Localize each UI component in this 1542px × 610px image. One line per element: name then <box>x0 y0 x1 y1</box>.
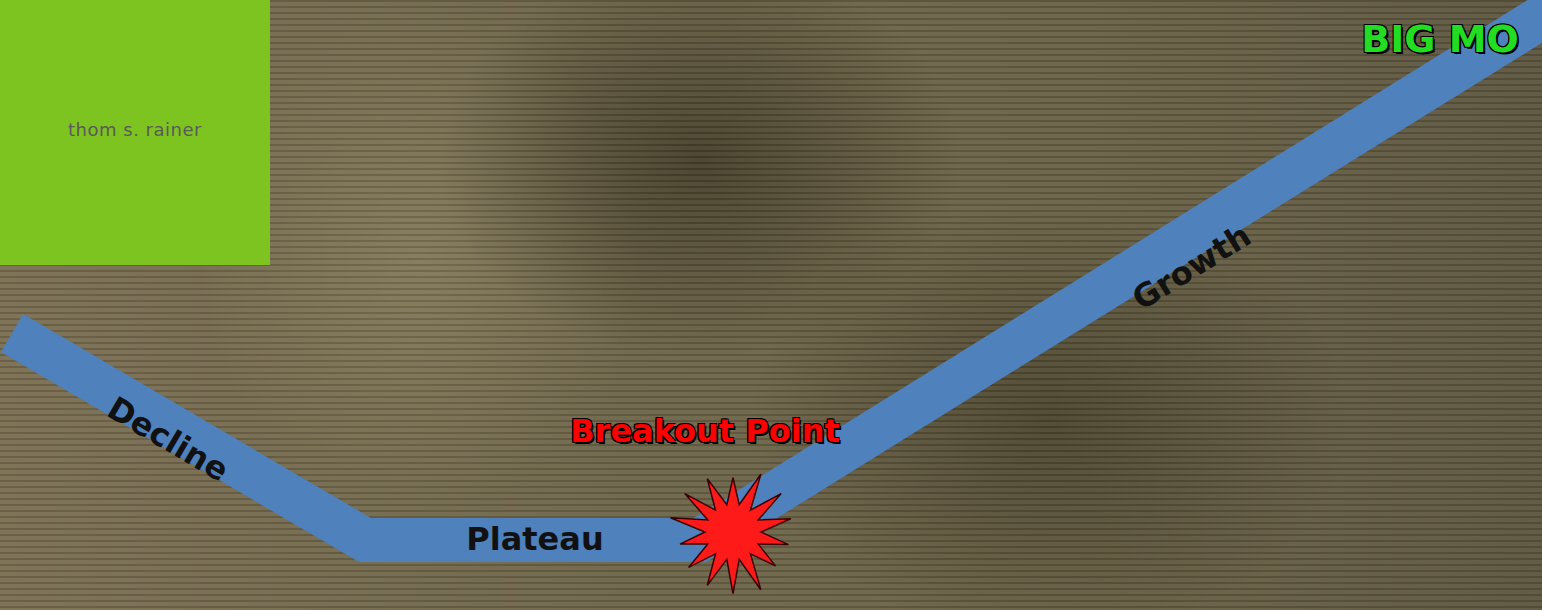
phase-label: Plateau <box>466 522 603 557</box>
breakout-label: Breakout Point <box>570 414 840 449</box>
author-name: thom s. rainer <box>68 120 202 140</box>
breakout-starburst <box>671 474 791 593</box>
trend-band <box>12 12 1542 540</box>
momentum-label: BIG MO <box>1361 19 1519 61</box>
book-cover <box>0 0 270 265</box>
